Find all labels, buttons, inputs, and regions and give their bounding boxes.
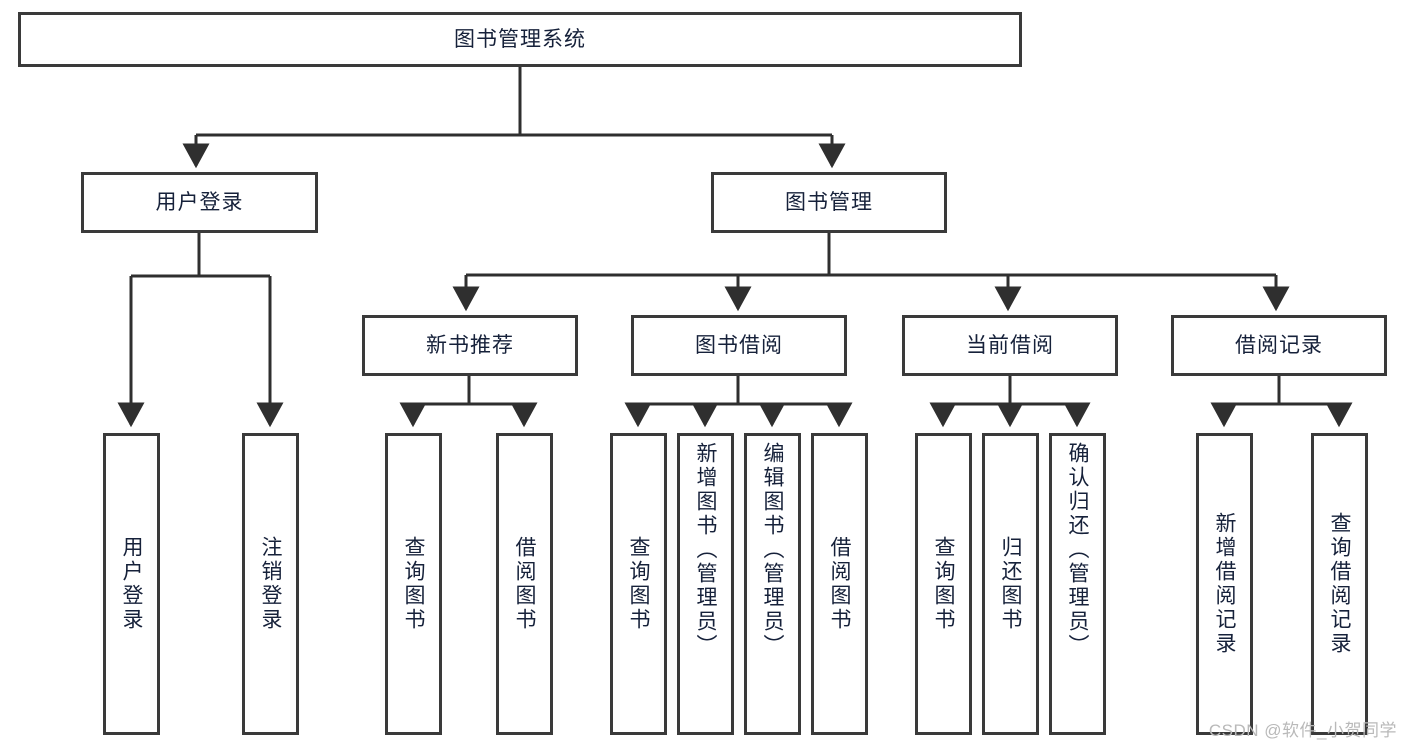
node-label: 图书借阅: [695, 333, 783, 357]
node-book-borrow[interactable]: 图书借阅: [631, 315, 847, 376]
node-label: 借阅图书: [513, 536, 536, 632]
node-label: 新增借阅记录: [1213, 512, 1236, 656]
node-label: 用户登录: [155, 190, 244, 214]
node-label: 用户登录: [120, 536, 143, 632]
watermark-label: CSDN @软件_小贺同学: [1208, 721, 1397, 740]
leaf-book-borrow-add[interactable]: 新增图书（管理员）: [677, 433, 734, 735]
node-label: 新书推荐: [426, 333, 514, 357]
node-label: 图书管理: [785, 190, 873, 214]
node-label: 查询图书: [402, 536, 425, 632]
node-new-book-recommend[interactable]: 新书推荐: [362, 315, 578, 376]
node-label: 查询借阅记录: [1328, 512, 1351, 656]
node-label: 借阅图书: [828, 536, 851, 632]
leaf-current-borrow-query[interactable]: 查询图书: [915, 433, 972, 735]
leaf-book-borrow-query[interactable]: 查询图书: [610, 433, 667, 735]
leaf-current-borrow-confirm-return[interactable]: 确认归还（管理员）: [1049, 433, 1106, 735]
node-root-system[interactable]: 图书管理系统: [18, 12, 1022, 67]
leaf-borrow-record-add[interactable]: 新增借阅记录: [1196, 433, 1253, 735]
leaf-current-borrow-return[interactable]: 归还图书: [982, 433, 1039, 735]
node-label: 查询图书: [627, 536, 650, 632]
leaf-user-login-logout[interactable]: 注销登录: [242, 433, 299, 735]
leaf-new-book-borrow[interactable]: 借阅图书: [496, 433, 553, 735]
node-label: 归还图书: [999, 536, 1022, 632]
node-label: 查询图书: [932, 536, 955, 632]
node-label: 注销登录: [259, 536, 282, 632]
node-user-login[interactable]: 用户登录: [81, 172, 318, 233]
node-current-borrow[interactable]: 当前借阅: [902, 315, 1118, 376]
leaf-borrow-record-query[interactable]: 查询借阅记录: [1311, 433, 1368, 735]
leaf-book-borrow-borrow[interactable]: 借阅图书: [811, 433, 868, 735]
leaf-user-login-login[interactable]: 用户登录: [103, 433, 160, 735]
node-label: 当前借阅: [966, 333, 1054, 357]
node-label: 确认归还（管理员）: [1066, 442, 1089, 658]
node-label: 图书管理系统: [454, 27, 586, 51]
node-label: 编辑图书（管理员）: [761, 442, 784, 658]
node-label: 新增图书（管理员）: [694, 442, 717, 658]
node-label: 借阅记录: [1235, 333, 1323, 357]
node-borrow-record[interactable]: 借阅记录: [1171, 315, 1387, 376]
leaf-book-borrow-edit[interactable]: 编辑图书（管理员）: [744, 433, 801, 735]
node-book-management[interactable]: 图书管理: [711, 172, 947, 233]
leaf-new-book-query[interactable]: 查询图书: [385, 433, 442, 735]
